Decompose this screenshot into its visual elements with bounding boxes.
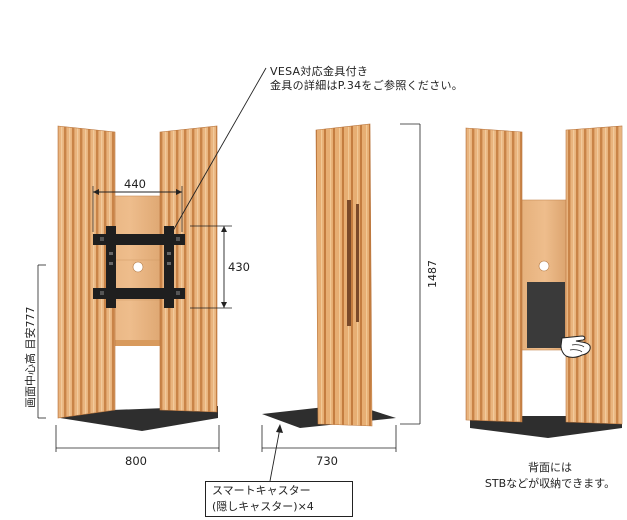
vesa-note: VESA対応金具付き 金具の詳細はP.34をご参照ください。 (270, 65, 463, 93)
back-right-column (565, 125, 623, 425)
back-note: 背面には STBなどが収納できます。 (470, 460, 627, 492)
caster-note-line1: スマートキャスター (212, 484, 311, 497)
back-cable-hole (538, 260, 550, 272)
vesa-note-line1: VESA対応金具付き (270, 65, 369, 78)
back-note-line2: STBなどが収納できます。 (484, 477, 616, 490)
front-cable-hole (132, 261, 144, 273)
side-depth-label: 730 (316, 454, 338, 468)
side-panel (315, 123, 373, 427)
stb-device (527, 282, 565, 348)
bracket-height-label: 430 (228, 260, 250, 274)
pointing-hand-icon (560, 335, 591, 358)
front-view (37, 67, 267, 452)
screen-center-height-label: 画面中心高 目安777 (24, 306, 37, 409)
total-height-label: 1487 (426, 260, 439, 288)
back-view (465, 125, 623, 438)
front-right-column (159, 125, 218, 413)
front-shelf (86, 340, 174, 346)
caster-note-line2: (隠しキャスター)×4 (212, 500, 314, 513)
bracket-width-label: 440 (124, 177, 146, 191)
front-width-label: 800 (125, 454, 147, 468)
back-left-column (465, 127, 523, 423)
side-view (261, 123, 421, 482)
vesa-bracket (93, 226, 185, 308)
vesa-note-line2: 金具の詳細はP.34をご参照ください。 (270, 79, 464, 92)
caster-note-box: スマートキャスター (隠しキャスター)×4 (205, 481, 353, 517)
back-note-line1: 背面には (528, 461, 572, 474)
front-left-column (57, 125, 116, 419)
